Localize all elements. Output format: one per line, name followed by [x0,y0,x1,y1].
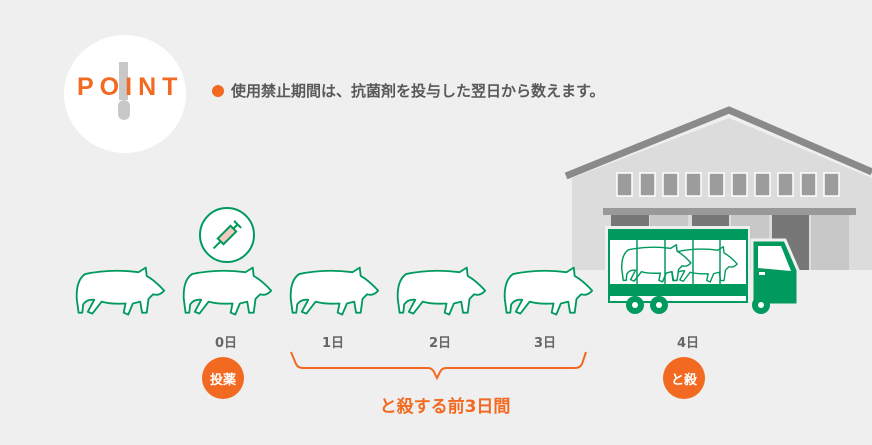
exclamation-icon [119,62,128,100]
day-label-2: 2日 [428,336,452,351]
bullet-icon [212,84,224,97]
note: 使用禁止期間は、抗菌剤を投与した翌日から数えます。 [212,80,605,101]
day-label-4: 4日 [676,336,700,351]
syringe-icon [199,207,255,263]
slaughter-badge: と殺 [663,357,705,399]
dose-badge: 投薬 [202,357,244,399]
exclamation-dot [118,100,130,120]
period-label: と殺する前3日間 [379,397,511,417]
point-label: POINT [77,73,184,101]
pigs-row [75,266,594,316]
period-bracket [290,351,587,381]
note-text: 使用禁止期間は、抗菌剤を投与した翌日から数えます。 [231,82,605,100]
day-label-1: 1日 [321,336,345,351]
truck [605,226,800,314]
day-label-3: 3日 [533,336,557,351]
day-label-0: 0日 [214,336,238,351]
